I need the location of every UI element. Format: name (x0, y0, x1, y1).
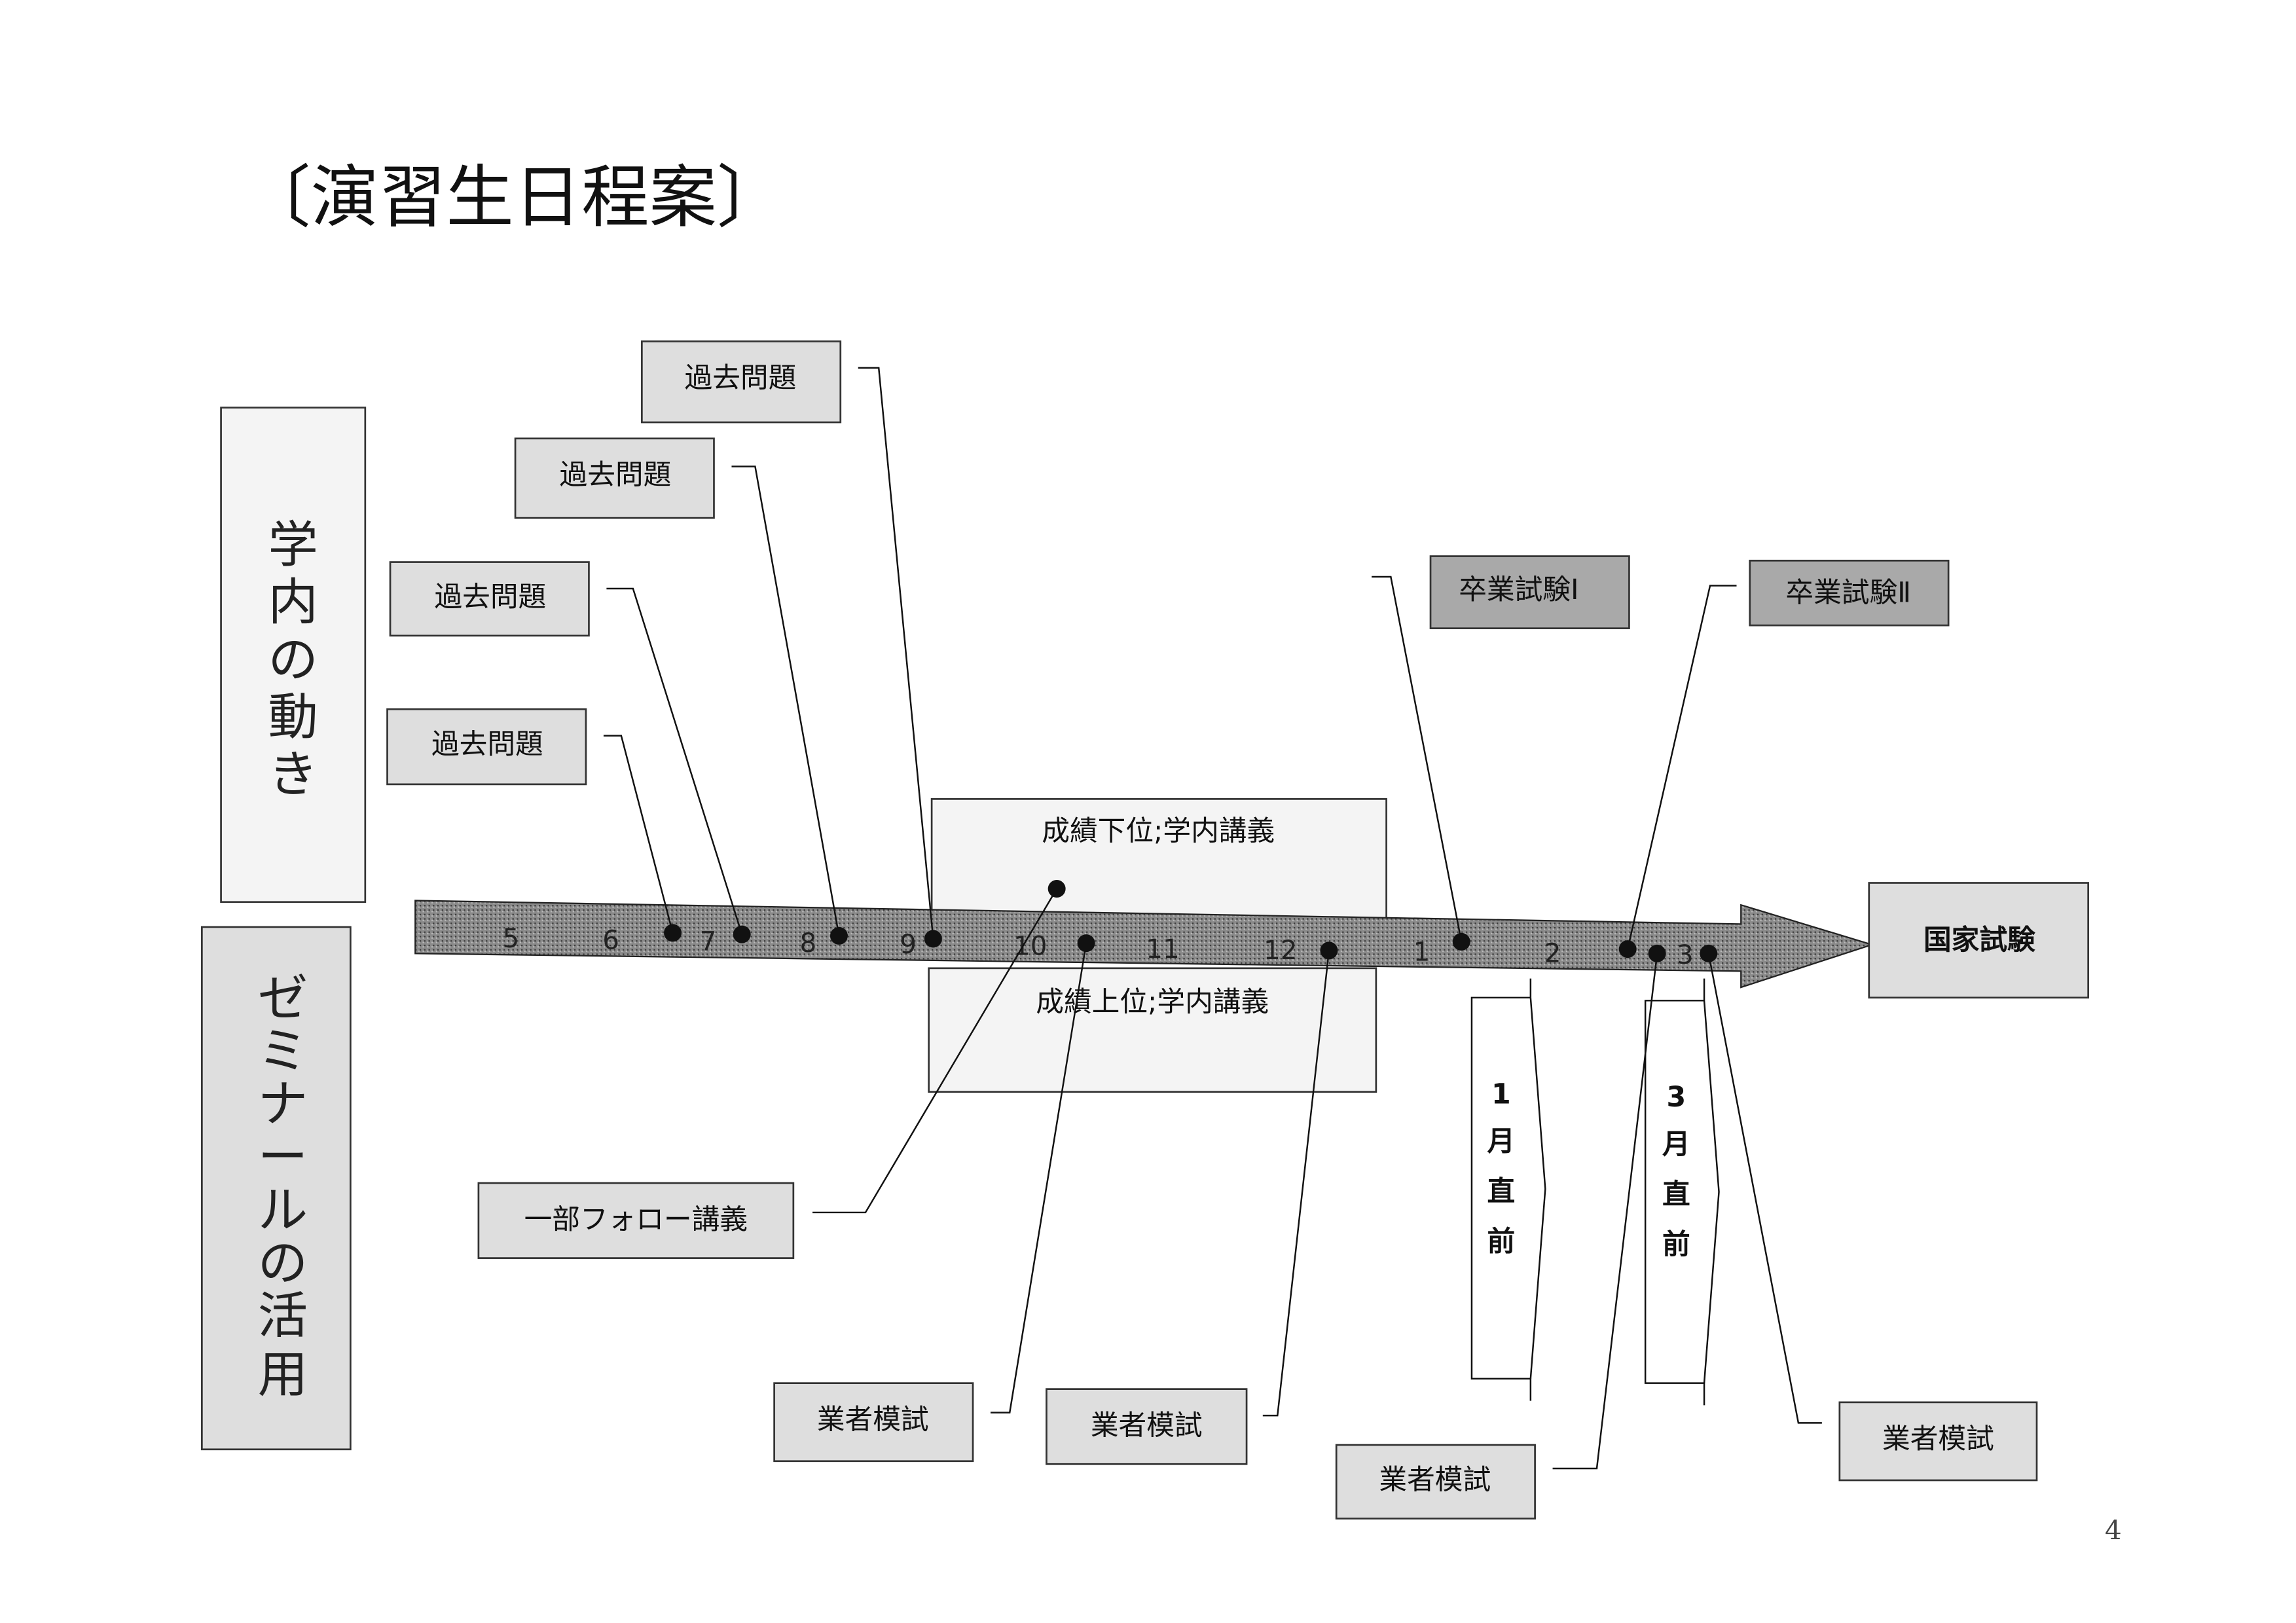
marker-dot (1700, 944, 1718, 962)
graduation-exam-1-box: 卒業試験Ⅰ (1429, 555, 1630, 630)
svg-text:活: 活 (258, 1287, 308, 1345)
svg-text:1: 1 (1413, 936, 1430, 967)
svg-text:一部フォロー講義: 一部フォロー講義 (524, 1203, 748, 1236)
pre-january-box: 1 月 直 前 (1470, 978, 1546, 1401)
svg-text:過去問題: 過去問題 (685, 361, 797, 394)
svg-text:9: 9 (900, 928, 917, 960)
follow-lecture-box: 一部フォロー講義 (477, 1182, 795, 1259)
marker-dot (830, 926, 848, 945)
past-exam-box-4: 過去問題 (386, 708, 587, 786)
svg-text:前: 前 (1662, 1228, 1690, 1261)
page-title: 〔演習生日程案〕 (243, 158, 784, 237)
marker-dot (1452, 932, 1470, 951)
svg-text:の: の (268, 631, 318, 689)
marker-dot (664, 924, 682, 942)
upper-grade-lecture-box: 成績上位;学内講義 (928, 967, 1377, 1093)
svg-text:業者模試: 業者模試 (1379, 1464, 1491, 1497)
svg-text:用: 用 (258, 1346, 308, 1404)
svg-text:8: 8 (799, 927, 816, 958)
svg-text:内: 内 (268, 574, 318, 632)
timeline-markers (664, 880, 1718, 962)
svg-text:直: 直 (1662, 1178, 1690, 1211)
marker-dot (733, 925, 751, 943)
marker-dot (1320, 941, 1338, 960)
svg-text:ー: ー (258, 1129, 308, 1187)
marker-dot (1618, 940, 1637, 958)
svg-text:3: 3 (1677, 939, 1694, 970)
svg-text:12: 12 (1264, 934, 1297, 966)
lower-grade-lecture-box: 成績下位;学内講義 (930, 798, 1387, 921)
svg-text:6: 6 (602, 924, 619, 955)
svg-text:2: 2 (1544, 938, 1561, 969)
past-exam-box-1: 過去問題 (641, 340, 842, 424)
svg-text:11: 11 (1146, 933, 1179, 964)
svg-text:業者模試: 業者模試 (1091, 1410, 1203, 1442)
svg-text:月: 月 (1662, 1128, 1690, 1161)
svg-text:月: 月 (1487, 1125, 1516, 1158)
marker-dot (1648, 944, 1666, 962)
marker-dot (1077, 934, 1095, 953)
svg-text:3: 3 (1667, 1081, 1686, 1114)
leader-lines (603, 367, 1822, 1470)
svg-text:過去問題: 過去問題 (434, 581, 546, 613)
campus-activity-box: 学 内 の 動 き (220, 407, 367, 903)
svg-text:卒業試験Ⅰ: 卒業試験Ⅰ (1459, 574, 1578, 606)
svg-text:業者模試: 業者模試 (1882, 1423, 1994, 1455)
svg-text:過去問題: 過去問題 (431, 728, 543, 761)
mock-exam-box-1: 業者模試 (773, 1382, 974, 1463)
svg-text:国家試験: 国家試験 (1923, 924, 2035, 957)
svg-text:成績下位;学内講義: 成績下位;学内講義 (1042, 815, 1275, 848)
svg-text:過去問題: 過去問題 (560, 459, 672, 492)
past-exam-box-2: 過去問題 (514, 437, 715, 519)
mock-exam-box-3: 業者模試 (1335, 1444, 1536, 1520)
svg-text:業者模試: 業者模試 (817, 1404, 929, 1436)
svg-text:ル: ル (258, 1181, 308, 1239)
svg-text:前: 前 (1487, 1225, 1516, 1258)
svg-text:ナ: ナ (258, 1076, 308, 1134)
page-number: 4 (2105, 1514, 2122, 1546)
svg-text:直: 直 (1487, 1175, 1516, 1208)
national-exam-box: 国家試験 (1868, 882, 2090, 999)
month-labels: 5 6 7 8 9 10 11 12 1 2 3 (502, 922, 1693, 970)
svg-text:学: 学 (268, 517, 318, 575)
svg-text:卒業試験Ⅱ: 卒業試験Ⅱ (1785, 576, 1911, 609)
svg-text:7: 7 (700, 926, 717, 957)
mock-exam-box-2: 業者模試 (1046, 1388, 1248, 1465)
seminar-usage-box: ゼ ミ ナ ー ル の 活 用 (201, 926, 352, 1451)
svg-text:1: 1 (1491, 1078, 1511, 1111)
svg-text:ゼ: ゼ (258, 970, 308, 1028)
svg-text:成績上位;学内講義: 成績上位;学内講義 (1036, 985, 1269, 1018)
svg-text:き: き (268, 746, 318, 804)
marker-dot (924, 930, 942, 948)
svg-text:の: の (258, 1234, 308, 1292)
svg-text:ミ: ミ (258, 1023, 308, 1081)
mock-exam-box-4: 業者模試 (1838, 1401, 2038, 1482)
pre-march-box: 3 月 直 前 (1644, 978, 1720, 1406)
svg-text:10: 10 (1013, 930, 1047, 961)
svg-text:5: 5 (502, 922, 519, 954)
past-exam-box-3: 過去問題 (389, 561, 590, 637)
timeline-arrow (414, 900, 1875, 989)
svg-text:動: 動 (268, 689, 318, 747)
marker-dot (1048, 880, 1066, 898)
graduation-exam-2-box: 卒業試験Ⅱ (1749, 559, 1950, 627)
